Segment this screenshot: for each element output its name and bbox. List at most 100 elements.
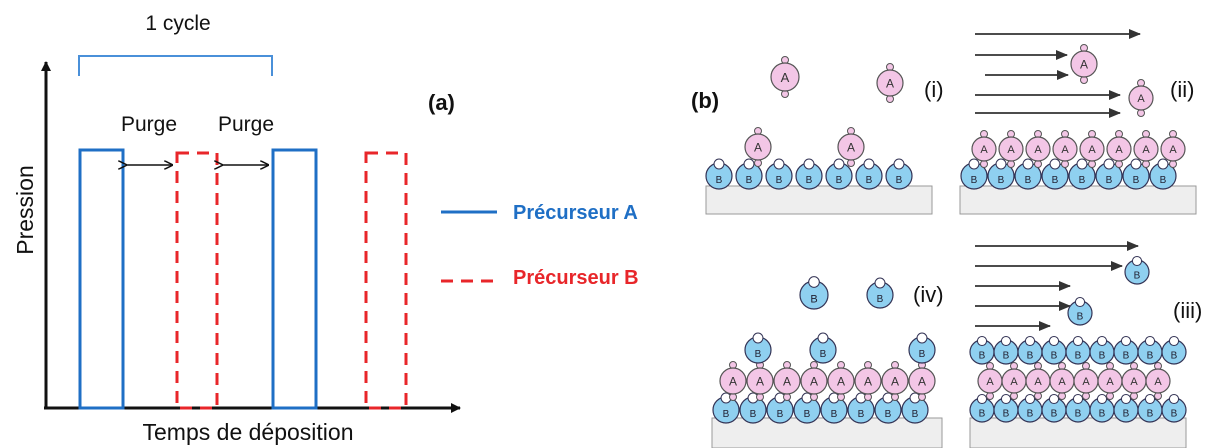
- svg-text:B: B: [866, 175, 873, 186]
- precursor-b-molecule: B: [1161, 335, 1187, 365]
- precursor-a-pulse-1: [78, 148, 125, 410]
- svg-text:B: B: [912, 409, 919, 420]
- legend-a-label: Précurseur A: [513, 202, 638, 224]
- svg-text:B: B: [858, 409, 865, 420]
- step-iv-label: (iv): [913, 282, 944, 307]
- svg-text:B: B: [750, 409, 757, 420]
- svg-text:A: A: [864, 375, 872, 389]
- svg-text:B: B: [1003, 351, 1010, 362]
- svg-text:B: B: [896, 175, 903, 186]
- svg-text:A: A: [1106, 376, 1114, 388]
- svg-text:A: A: [1082, 376, 1090, 388]
- svg-text:B: B: [1171, 351, 1178, 362]
- svg-text:B: B: [820, 349, 827, 360]
- svg-text:B: B: [1171, 409, 1178, 420]
- step-iii-label: (iii): [1173, 298, 1202, 323]
- precursor-b-molecule: B: [993, 393, 1019, 423]
- svg-text:B: B: [1075, 409, 1082, 420]
- precursor-b-molecule: B: [795, 158, 823, 190]
- precursor-b-molecule: B: [744, 332, 772, 364]
- precursor-b-molecule: B: [825, 158, 853, 190]
- svg-text:B: B: [804, 409, 811, 420]
- svg-text:B: B: [1079, 175, 1086, 186]
- svg-text:A: A: [847, 141, 855, 155]
- svg-text:B: B: [831, 409, 838, 420]
- panel-a-pulse-diagram: 1 cycle Purge Purge Pression Temps de dé…: [12, 12, 639, 445]
- svg-text:A: A: [1115, 144, 1123, 156]
- precursor-b-molecule: B: [1041, 335, 1067, 365]
- svg-text:B: B: [885, 409, 892, 420]
- svg-text:B: B: [1051, 351, 1058, 362]
- panel-a-label: (a): [428, 90, 455, 115]
- substrate-ii: [959, 185, 1197, 215]
- precursor-a-molecule: A: [1025, 362, 1051, 400]
- precursor-b-molecule: B: [1089, 335, 1115, 365]
- cycle-label: 1 cycle: [145, 12, 210, 35]
- precursor-b-molecule: B: [712, 392, 740, 424]
- svg-text:B: B: [998, 175, 1005, 186]
- svg-text:B: B: [1147, 409, 1154, 420]
- precursor-a-molecule: A: [827, 361, 855, 401]
- precursor-b-molecule: B: [1149, 158, 1177, 190]
- svg-text:A: A: [810, 375, 818, 389]
- precursor-b-molecule: B: [1124, 255, 1150, 285]
- svg-text:B: B: [746, 175, 753, 186]
- svg-text:B: B: [776, 175, 783, 186]
- svg-text:A: A: [891, 375, 899, 389]
- precursor-b-molecule: B: [885, 158, 913, 190]
- svg-text:B: B: [1075, 351, 1082, 362]
- precursor-a-molecule: A: [881, 361, 909, 401]
- precursor-b-molecule: B: [820, 392, 848, 424]
- precursor-b-molecule: B: [1137, 335, 1163, 365]
- svg-text:B: B: [877, 294, 884, 305]
- svg-text:A: A: [1061, 144, 1069, 156]
- purge-label-1: Purge: [121, 113, 177, 136]
- precursor-a-molecule: A: [773, 361, 801, 401]
- svg-text:A: A: [756, 375, 764, 389]
- precursor-b-molecule: B: [1113, 393, 1139, 423]
- precursor-b-molecule: B: [766, 392, 794, 424]
- svg-text:A: A: [1034, 144, 1042, 156]
- precursor-b-molecule: B: [799, 276, 829, 310]
- svg-text:A: A: [1137, 93, 1145, 105]
- step-i-label: (i): [924, 77, 944, 102]
- precursor-a-pulse-2: [271, 148, 318, 410]
- precursor-b-molecule: B: [1065, 393, 1091, 423]
- precursor-a-molecule: A: [1073, 362, 1099, 400]
- precursor-a-molecule: A: [1097, 362, 1123, 400]
- precursor-b-molecule: B: [1065, 335, 1091, 365]
- svg-text:B: B: [1099, 409, 1106, 420]
- precursor-a-molecule: A: [744, 127, 772, 167]
- svg-text:A: A: [1169, 144, 1177, 156]
- precursor-b-molecule: B: [1068, 158, 1096, 190]
- precursor-b-molecule: B: [1017, 393, 1043, 423]
- precursor-a-molecule: A: [1145, 362, 1171, 400]
- svg-text:B: B: [1003, 409, 1010, 420]
- precursor-b-molecule: B: [1041, 158, 1069, 190]
- precursor-b-molecule: B: [765, 158, 793, 190]
- precursor-b-molecule: B: [793, 392, 821, 424]
- svg-text:A: A: [1080, 58, 1088, 72]
- svg-text:B: B: [1134, 271, 1141, 282]
- precursor-b-molecule: B: [901, 392, 929, 424]
- precursor-b-molecule: B: [993, 335, 1019, 365]
- svg-text:B: B: [723, 409, 730, 420]
- precursor-a-molecule: A: [1133, 130, 1159, 168]
- svg-text:A: A: [781, 70, 790, 85]
- precursor-a-molecule: A: [1052, 130, 1078, 168]
- svg-text:A: A: [980, 144, 988, 156]
- svg-text:B: B: [971, 175, 978, 186]
- svg-text:B: B: [1106, 175, 1113, 186]
- precursor-b-molecule: B: [1089, 393, 1115, 423]
- precursor-a-molecule: A: [876, 63, 904, 103]
- precursor-b-molecule: B: [809, 332, 837, 364]
- x-axis-label: Temps de déposition: [143, 419, 354, 445]
- svg-text:A: A: [1142, 144, 1150, 156]
- precursor-b-molecule: B: [987, 158, 1015, 190]
- precursor-a-molecule: A: [837, 127, 865, 167]
- precursor-a-molecule: A: [1121, 362, 1147, 400]
- precursor-a-molecule: A: [971, 130, 997, 168]
